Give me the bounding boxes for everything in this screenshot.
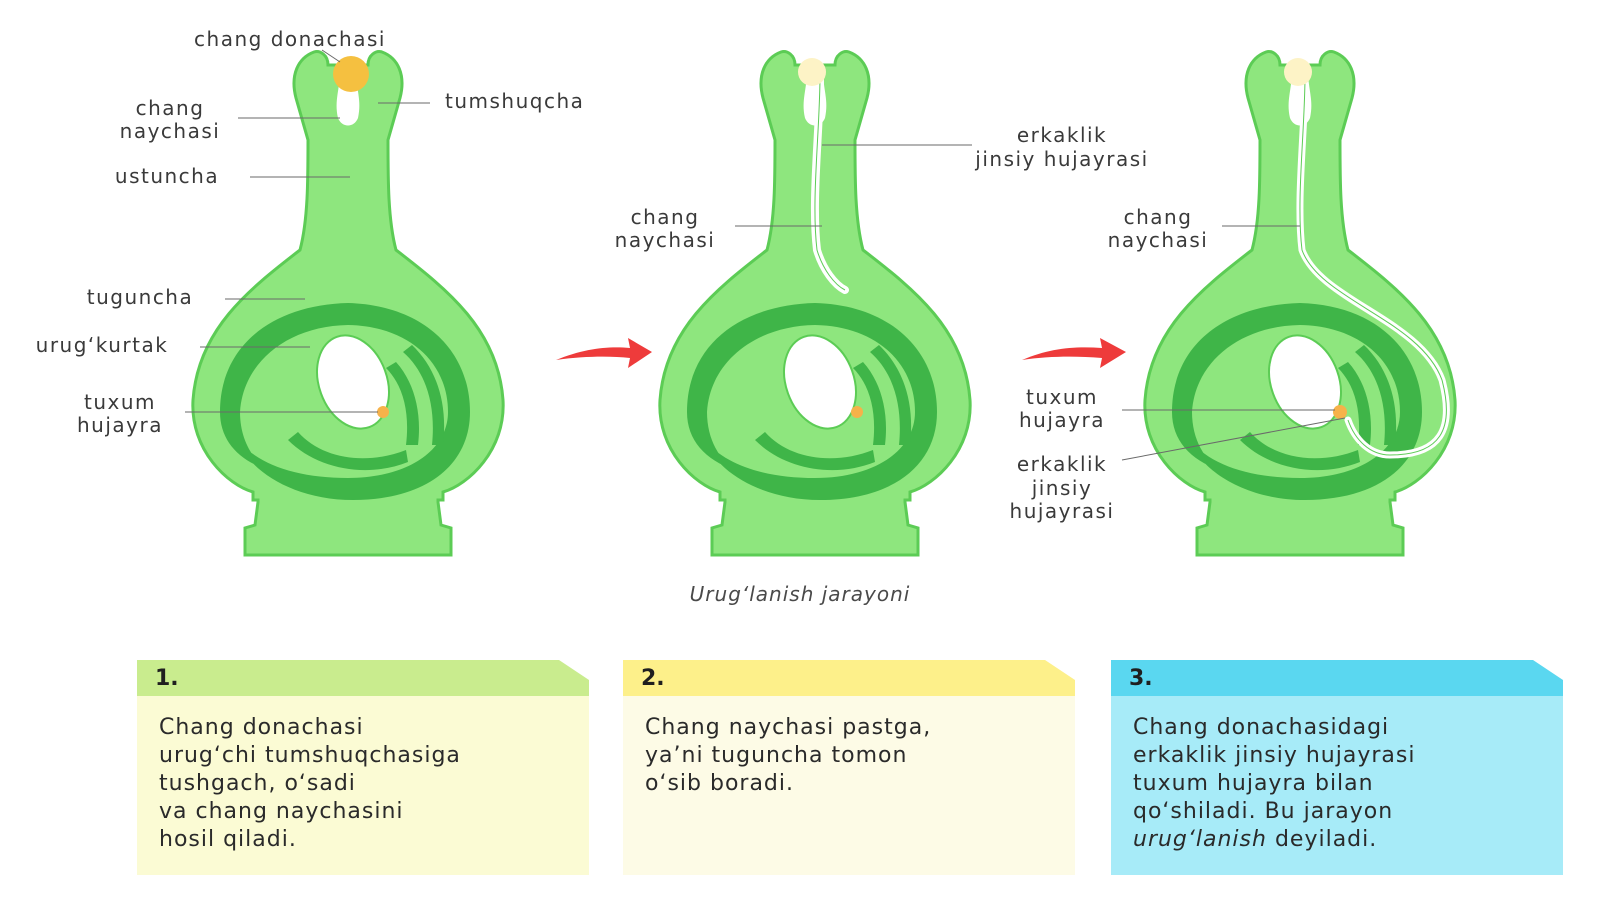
- text-line: urug‘lanish deyiladi.: [1133, 826, 1545, 854]
- step-card-1: 1. Chang donachasi urug‘chi tumshuqchasi…: [137, 660, 589, 875]
- pollen-grain-icon: [333, 56, 369, 92]
- step-card-text: Chang donachasi urug‘chi tumshuqchasiga …: [137, 696, 589, 875]
- label-egg-cell-1b: hujayra: [77, 413, 163, 437]
- label-male-cell-3c: hujayrasi: [1010, 499, 1115, 523]
- label-pollen-tube-1a: chang: [136, 96, 205, 120]
- step-number: 3.: [1129, 666, 1153, 691]
- text-line: qo‘shiladi. Bu jarayon: [1133, 799, 1394, 824]
- step-number: 1.: [155, 666, 179, 691]
- stage-2-pistil: [658, 50, 972, 557]
- label-pollen-tube-2b: naychasi: [615, 228, 716, 252]
- step-card-header: 3.: [1111, 660, 1563, 696]
- text-line: o‘sib boradi.: [645, 771, 795, 796]
- label-pollen-tube-3b: naychasi: [1108, 228, 1209, 252]
- step-card-header: 2.: [623, 660, 1075, 696]
- label-pollen-tube-1b: naychasi: [120, 119, 221, 143]
- corner-fold-icon: [1045, 660, 1075, 680]
- arrow-right-icon: [1022, 338, 1126, 368]
- pollen-grain-icon: [798, 58, 826, 86]
- text-line: Chang donachasi: [159, 715, 364, 740]
- text-line: hosil qiladi.: [159, 827, 297, 852]
- stage-1-pistil: [191, 50, 505, 557]
- label-pollen-grain: chang donachasi: [194, 27, 386, 51]
- label-egg-cell-1a: tuxum: [84, 390, 156, 414]
- stage-3-pistil: [1143, 50, 1457, 557]
- step-card-text: Chang naychasi pastga, ya’ni tuguncha to…: [623, 696, 1075, 875]
- step-card-2: 2. Chang naychasi pastga, ya’ni tuguncha…: [623, 660, 1075, 875]
- text-line: erkaklik jinsiy hujayrasi: [1133, 743, 1416, 768]
- label-ovule: urug‘kurtak: [36, 333, 169, 357]
- corner-fold-icon: [559, 660, 589, 680]
- step-card-header: 1.: [137, 660, 589, 696]
- label-pollen-tube-3a: chang: [1124, 205, 1193, 229]
- step-card-text: Chang donachasidagi erkaklik jinsiy huja…: [1111, 696, 1563, 875]
- arrow-right-icon: [556, 338, 652, 368]
- label-stigma: tumshuqcha: [445, 89, 584, 113]
- fertilization-diagram: chang donachasi chang naychasi tumshuqch…: [36, 27, 1457, 557]
- text-line-rest: deyiladi.: [1266, 827, 1378, 852]
- label-male-cell-2a: erkaklik: [1017, 123, 1107, 147]
- term-fertilization: urug‘lanish: [1133, 827, 1267, 852]
- egg-cell-icon: [377, 406, 389, 418]
- corner-fold-icon: [1533, 660, 1563, 680]
- egg-cell-icon: [851, 406, 863, 418]
- text-line: Chang donachasidagi: [1133, 715, 1390, 740]
- text-line: Chang naychasi pastga,: [645, 715, 932, 740]
- step-number: 2.: [641, 666, 665, 691]
- text-line: tuxum hujayra bilan: [1133, 771, 1374, 796]
- diagram-caption: Urug‘lanish jarayoni: [689, 582, 911, 606]
- text-line: va chang naychasini: [159, 799, 404, 824]
- label-style: ustuncha: [115, 164, 219, 188]
- label-egg-cell-3a: tuxum: [1026, 385, 1098, 409]
- step-card-3: 3. Chang donachasidagi erkaklik jinsiy h…: [1111, 660, 1563, 875]
- label-pollen-tube-2a: chang: [631, 205, 700, 229]
- label-ovary: tuguncha: [87, 285, 194, 309]
- label-male-cell-3b: jinsiy: [1031, 476, 1093, 500]
- text-line: tushgach, o‘sadi: [159, 771, 356, 796]
- label-egg-cell-3b: hujayra: [1019, 408, 1105, 432]
- pollen-grain-icon: [1284, 58, 1312, 86]
- text-line: urug‘chi tumshuqchasiga: [159, 743, 461, 768]
- label-male-cell-2b: jinsiy hujayrasi: [974, 147, 1148, 171]
- egg-cell-icon: [1333, 405, 1347, 419]
- text-line: ya’ni tuguncha tomon: [645, 743, 908, 768]
- label-male-cell-3a: erkaklik: [1017, 452, 1107, 476]
